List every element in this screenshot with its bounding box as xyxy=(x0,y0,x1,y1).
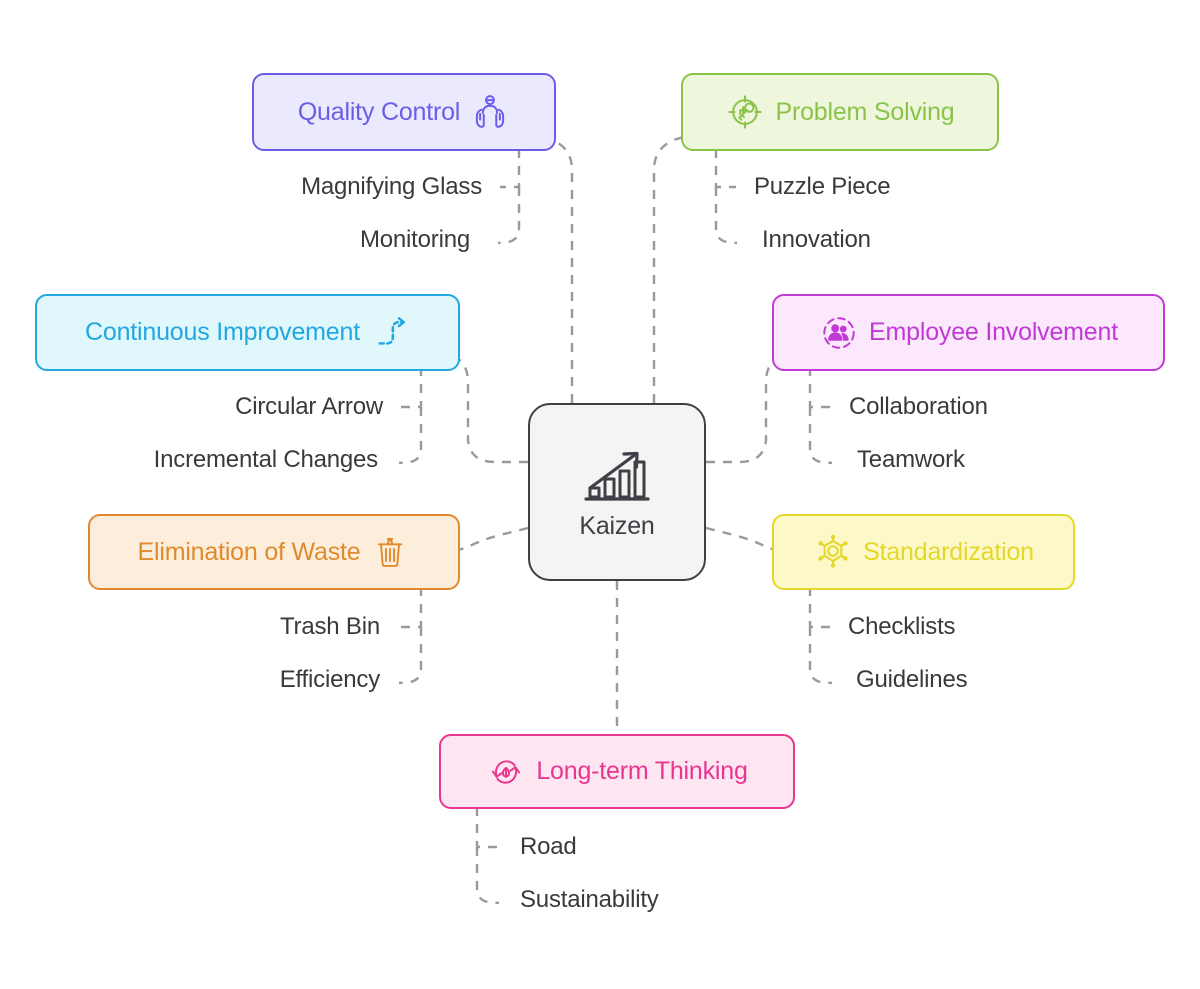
edge-employee-involvement-child-0 xyxy=(808,367,830,409)
node-label-employee-involvement: Employee Involvement xyxy=(869,318,1118,346)
leaf-quality-control-child-0: Magnifying Glass xyxy=(301,173,482,200)
node-label-quality-control: Quality Control xyxy=(297,97,461,126)
edge-long-term-thinking-child-0 xyxy=(475,807,497,849)
edge-center-problem-solving xyxy=(652,134,687,403)
leaf-long-term-thinking-child-0: Road xyxy=(520,833,577,860)
leaf-elimination-of-waste-child-1: Efficiency xyxy=(279,666,380,693)
edge-elimination-of-waste-child-1 xyxy=(398,627,423,685)
edge-standardization-child-1 xyxy=(808,627,833,685)
edge-problem-solving-child-1 xyxy=(714,187,738,245)
edge-quality-control-child-0 xyxy=(500,149,521,189)
leaf-problem-solving-child-1: Innovation xyxy=(762,226,871,253)
edge-quality-control-child-1 xyxy=(497,187,521,245)
leaf-employee-involvement-child-1: Teamwork xyxy=(857,446,965,473)
node-label-continuous-improvement: Continuous Improvement xyxy=(85,318,360,346)
leaf-elimination-of-waste-child-0: Trash Bin xyxy=(279,613,380,640)
trash-bin-icon xyxy=(370,532,410,572)
node-label-problem-solving: Problem Solving xyxy=(775,97,955,126)
leaf-continuous-improvement-child-1: Incremental Changes xyxy=(153,446,379,473)
center-node-kaizen[interactable]: Kaizen xyxy=(528,403,706,581)
leaf-standardization-child-1: Guidelines xyxy=(856,666,968,693)
edge-problem-solving-child-0 xyxy=(714,149,736,189)
node-problem-solving[interactable]: Problem Solving xyxy=(681,73,999,151)
gear-star-icon xyxy=(813,532,853,572)
leaf-problem-solving-child-0: Puzzle Piece xyxy=(754,173,891,200)
recycle-leaf-icon xyxy=(486,752,526,792)
leaf-standardization-child-0: Checklists xyxy=(848,613,956,640)
node-quality-control[interactable]: Quality Control xyxy=(252,73,556,151)
people-group-circle-icon xyxy=(819,313,859,353)
target-key-icon xyxy=(725,92,765,132)
leaf-continuous-improvement-child-0: Circular Arrow xyxy=(235,393,383,420)
center-node-label: Kaizen xyxy=(579,511,655,540)
hands-holding-person-icon xyxy=(470,92,510,132)
node-label-standardization: Standardization xyxy=(863,537,1034,566)
leaf-quality-control-child-1: Monitoring xyxy=(359,226,470,253)
node-elimination-of-waste[interactable]: Elimination of Waste xyxy=(88,514,460,590)
node-long-term-thinking[interactable]: Long-term Thinking xyxy=(439,734,795,809)
edge-continuous-improvement-child-1 xyxy=(398,407,423,465)
edge-center-elimination-of-waste xyxy=(447,526,529,554)
node-standardization[interactable]: Standardization xyxy=(772,514,1075,590)
edge-employee-involvement-child-1 xyxy=(808,407,833,465)
node-label-long-term-thinking: Long-term Thinking xyxy=(536,757,748,785)
leaf-long-term-thinking-child-1: Sustainability xyxy=(520,886,659,913)
node-employee-involvement[interactable]: Employee Involvement xyxy=(772,294,1165,371)
leaf-employee-involvement-child-0: Collaboration xyxy=(849,393,988,420)
curved-arrow-icon xyxy=(370,313,410,353)
node-continuous-improvement[interactable]: Continuous Improvement xyxy=(35,294,460,371)
edge-standardization-child-0 xyxy=(808,587,830,629)
edge-center-quality-control xyxy=(539,134,574,403)
edge-long-term-thinking-child-1 xyxy=(475,847,500,905)
edge-elimination-of-waste-child-0 xyxy=(401,587,423,629)
growth-chart-icon xyxy=(580,444,654,510)
node-label-elimination-of-waste: Elimination of Waste xyxy=(137,537,361,566)
edge-continuous-improvement-child-0 xyxy=(401,367,423,409)
